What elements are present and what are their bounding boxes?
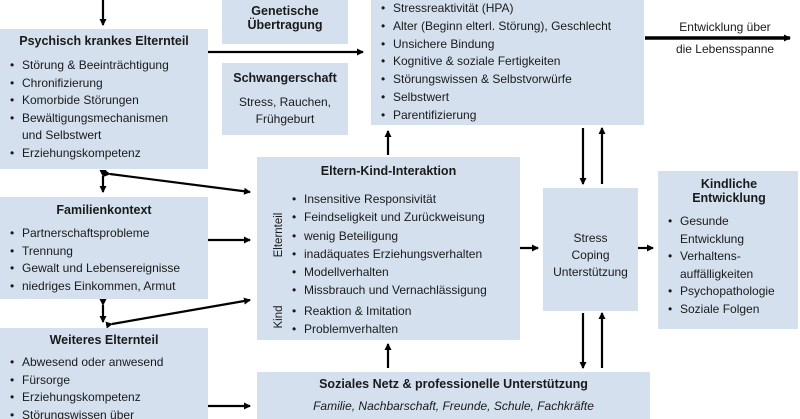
list-item: Erziehungskompetenz [8,389,200,407]
family-list: Partnerschaftsprobleme Trennung Gewalt u… [8,225,200,295]
list-item: Alter (Beginn elterl. Störung), Geschlec… [379,18,638,36]
lifespan-label: Entwicklung über die Lebensspanne [660,17,790,59]
list-item: Komorbide Störungen [8,92,200,110]
arrow-sick-parent-interaction [103,169,251,195]
list-item-continuation: auffälligkeiten [680,266,754,281]
list-item: Fürsorge [8,372,200,390]
list-item: Kognitive & soziale Fertigkeiten [379,53,638,71]
pregnancy-title: Schwangerschaft [233,71,337,85]
list-item: Modellverhalten [290,263,516,282]
other-parent-list: Abwesend oder anwesend Fürsorge Erziehun… [8,354,200,419]
list-item: Stressreaktivität (HPA) [379,0,638,18]
other-parent-title: Weiteres Elternteil [49,333,159,347]
stress-line3: Unterstützung [553,265,628,279]
child-dev-list: Gesunde Entwicklung Verhaltens- auffälli… [666,213,792,318]
list-item: Feindseligkeit und Zurückweisung [290,208,516,227]
arrow-other-parent-interaction [105,297,251,329]
list-item-continuation: und Selbstwert [22,128,102,142]
list-item: Störung & Beeinträchtigung [8,57,200,75]
list-item: wenig Beteiligung [290,227,516,246]
stress-line1: Stress [573,231,608,245]
list-item: Parentifizierung [379,107,638,125]
list-item: Unsichere Bindung [379,36,638,54]
child-factors-list: Stressreaktivität (HPA) Alter (Beginn el… [379,0,638,125]
list-item: Soziale Folgen [666,301,792,319]
list-item: Chronifizierung [8,75,200,93]
pregnancy-box: Schwangerschaft Stress, Rauchen, Frühgeb… [222,63,348,135]
sick-parent-title: Psychisch krankes Elternteil [19,34,189,48]
lifespan-label-line1: Entwicklung über [679,20,771,34]
list-item: Erziehungskompetenz [8,145,200,163]
list-item: Partnerschaftsprobleme [8,225,200,243]
list-item: Gesunde [666,213,792,231]
child-dev-title-line1: Kindliche [700,177,758,191]
stress-line2: Coping [571,248,610,262]
list-item: Störungswissen & Selbstvorwürfe [379,71,638,89]
list-item: Reaktion & Imitation [290,302,516,321]
genetic-box: Genetische Übertragung [222,0,348,44]
child-factors-box: Stressreaktivität (HPA) Alter (Beginn el… [371,0,644,125]
other-parent-box: Weiteres Elternteil Abwesend oder anwese… [0,328,208,419]
child-side-label: Kind [273,305,285,329]
pregnancy-line2: Frühgeburt [255,112,315,126]
list-item: Abwesend oder anwesend [8,354,200,372]
lifespan-label-line2: die Lebensspanne [675,42,775,56]
list-item: Missbrauch und Vernachlässigung [290,281,516,300]
social-subtitle: Familie, Nachbarschaft, Freunde, Schule,… [313,399,594,413]
sick-parent-list: Störung & Beeinträchtigung Chronifizieru… [8,57,200,162]
family-box: Familienkontext Partnerschaftsprobleme T… [0,197,208,299]
stress-box: Stress Coping Unterstützung [543,188,638,311]
interaction-box: Eltern-Kind-Interaktion Elternteil Kind … [257,157,520,340]
parent-side-label: Elternteil [273,212,285,258]
list-item: Störungswissen über [8,407,200,419]
list-item: Trennung [8,243,200,261]
pregnancy-line1: Stress, Rauchen, [238,95,332,109]
list-item: inadäquates Erziehungsverhalten [290,245,516,264]
social-box: Soziales Netz & professionelle Unterstüt… [257,372,650,419]
list-item: Insensitive Responsivität [290,190,516,209]
child-dev-title-line2: Entwicklung [692,191,766,205]
family-title: Familienkontext [56,203,152,217]
list-item: Bewältigungsmechanismen [8,110,200,128]
list-item-continuation: Entwicklung [680,231,745,246]
list-item: Psychopathologie [666,283,792,301]
interaction-parent-list: Insensitive Responsivität Feindseligkeit… [290,190,516,300]
sick-parent-box: Psychisch krankes Elternteil Störung & B… [0,29,208,169]
interaction-child-list: Reaktion & Imitation Problemverhalten [290,302,516,339]
list-item: niedriges Einkommen, Armut [8,278,200,296]
list-item: Selbstwert [379,89,638,107]
list-item: Verhaltens- [666,248,792,266]
interaction-title: Eltern-Kind-Interaktion [320,164,457,178]
genetic-title-line1: Genetische [251,4,319,18]
list-item: Problemverhalten [290,320,516,339]
social-title: Soziales Netz & professionelle Unterstüt… [319,377,588,391]
genetic-title-line2: Übertragung [247,18,323,32]
list-item: Gewalt und Lebensereignisse [8,260,200,278]
child-dev-box: Kindliche Entwicklung Gesunde Entwicklun… [658,171,798,329]
